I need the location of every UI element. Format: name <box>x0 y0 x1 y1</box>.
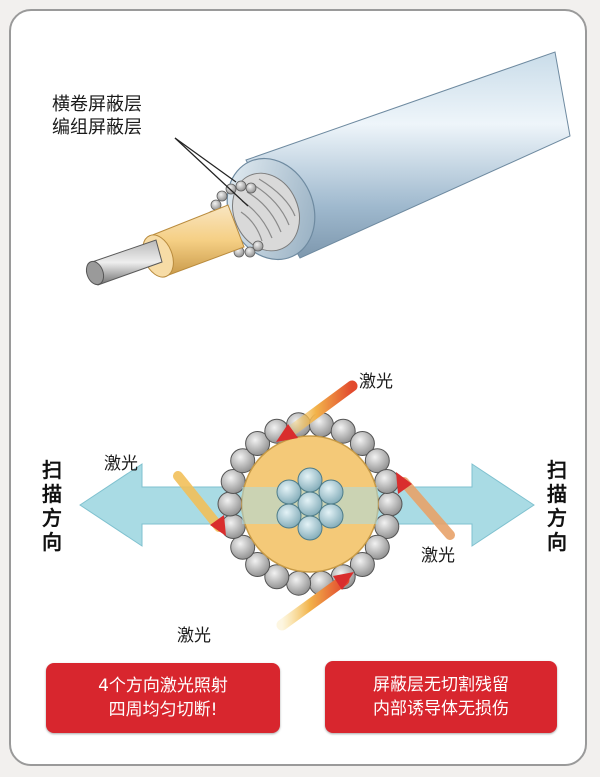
laser-label-bottom: 激光 <box>177 626 211 646</box>
braid-wire <box>349 552 375 577</box>
callout-leader-1 <box>174 137 237 183</box>
info-box-left: 4个方向激光照射 四周均匀切断! <box>46 663 280 733</box>
laser-label-left: 激光 <box>104 454 138 474</box>
laser-label-right: 激光 <box>421 546 455 566</box>
braid-wire <box>330 418 356 444</box>
core-end <box>85 260 105 286</box>
scan-direction-left: 扫描方向 <box>42 458 62 554</box>
braid-wire <box>374 469 400 494</box>
laser-beam-right <box>396 472 455 540</box>
info-box-left-text: 4个方向激光照射 四周均匀切断! <box>98 676 228 720</box>
inner-conductors <box>276 467 344 541</box>
cable-cross-section <box>217 412 403 596</box>
laser-beams <box>173 380 455 631</box>
braid-wire <box>245 431 271 456</box>
laser-beam-top <box>276 380 358 442</box>
braid-wire <box>286 570 312 596</box>
callout-label-line1: 横卷屏蔽层 <box>52 94 142 115</box>
braid-wire <box>349 431 375 456</box>
braid-wire <box>264 564 290 590</box>
scan-direction-right: 扫描方向 <box>547 458 567 554</box>
laser-beam-left <box>173 471 226 536</box>
cable-illustration <box>85 51 571 286</box>
braid-wire <box>364 534 390 560</box>
callout-label: 横卷屏蔽层 编组屏蔽层 <box>52 93 142 139</box>
info-box-right: 屏蔽层无切割残留 内部诱导体无损伤 <box>325 661 557 733</box>
info-box-right-text: 屏蔽层无切割残留 内部诱导体无损伤 <box>373 675 509 719</box>
braid-wire <box>230 534 256 560</box>
callout-label-line2: 编组屏蔽层 <box>52 117 142 138</box>
braid-wire <box>377 491 403 517</box>
callout-leader-2 <box>174 137 249 207</box>
braid-wire <box>364 448 390 474</box>
braid-wire <box>245 552 271 577</box>
braid-wire <box>230 448 256 474</box>
laser-label-top: 激光 <box>359 372 393 392</box>
laser-beam-bottom <box>276 572 354 631</box>
braid-wire <box>217 491 243 517</box>
